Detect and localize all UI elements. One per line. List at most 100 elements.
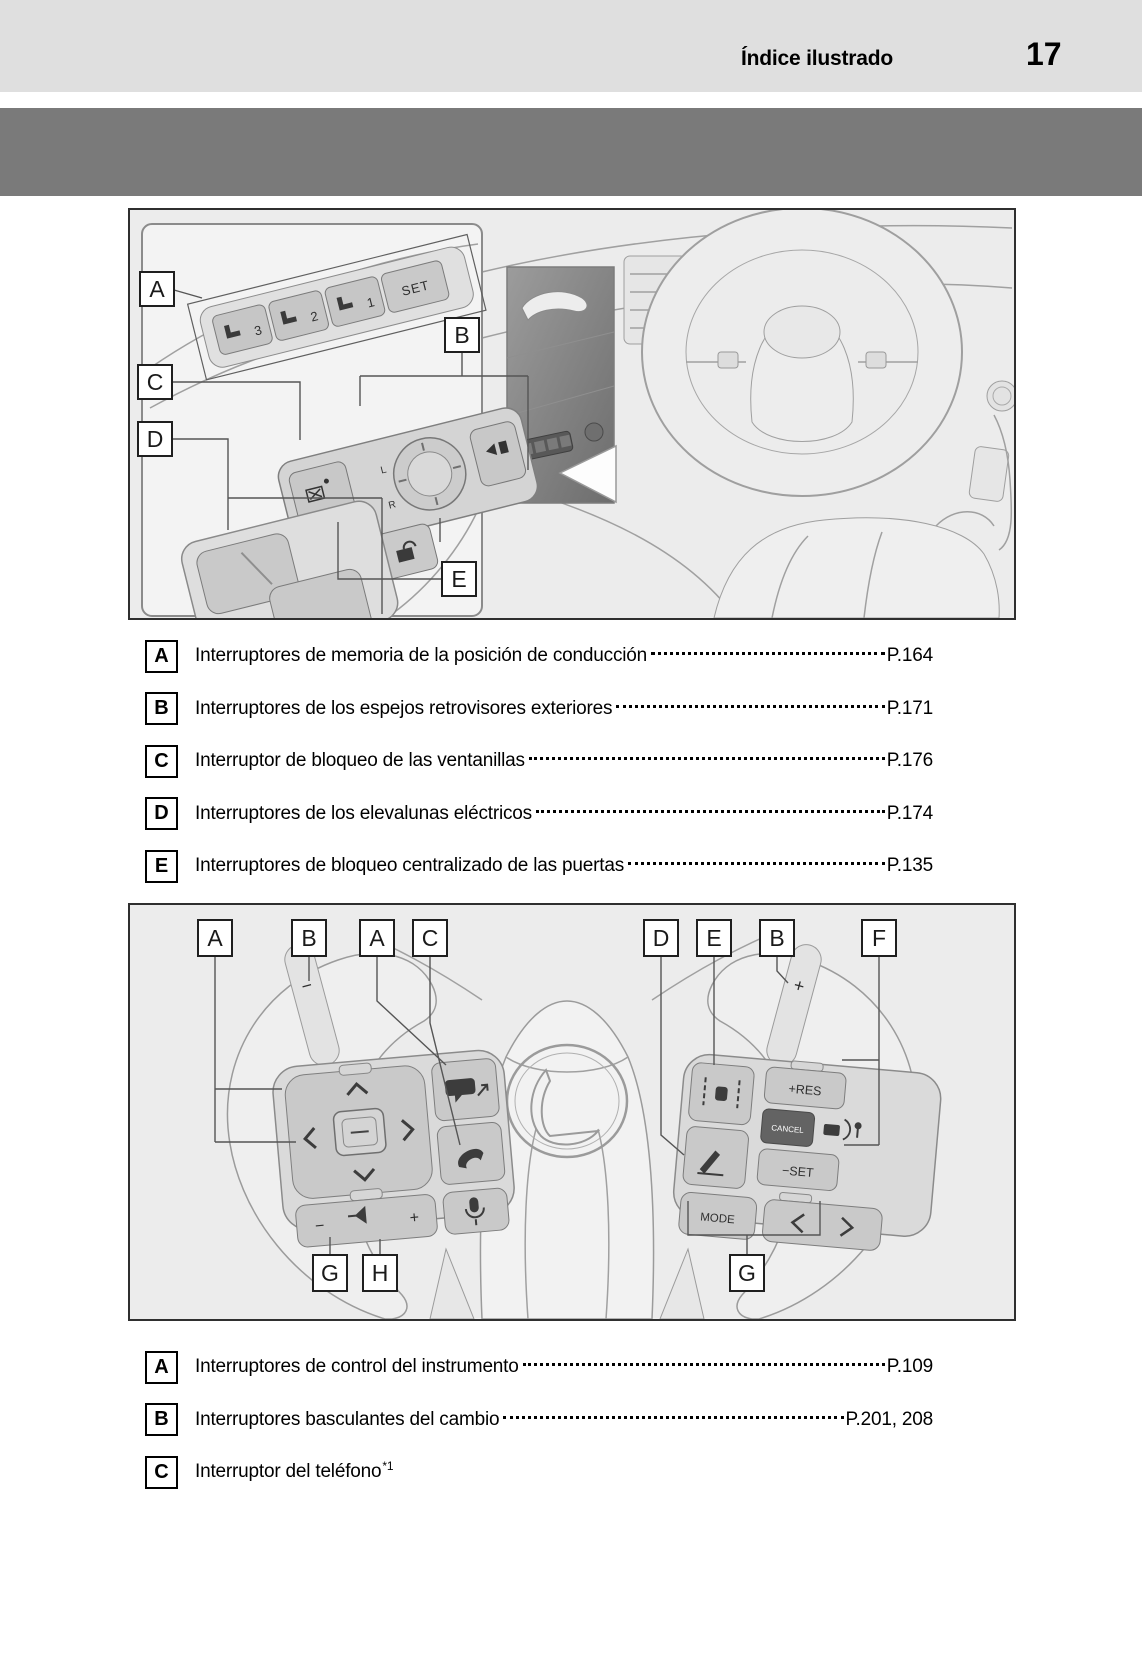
callout-b	[444, 317, 480, 353]
callout-letter: B	[769, 925, 784, 951]
item-page-ref: P.176	[886, 750, 933, 772]
callout-a2	[359, 919, 395, 957]
dot-leader	[522, 1362, 885, 1367]
volume-minus-label: −	[314, 1217, 325, 1235]
item-letter: B	[145, 692, 178, 726]
zoom-arrow	[558, 444, 617, 504]
callout-a	[139, 271, 175, 307]
paddle-plus-label: +	[792, 975, 807, 997]
callout-b-letter: B	[454, 322, 469, 348]
item-text: Interruptores de los elevalunas eléctric…	[195, 802, 532, 824]
callout-h	[362, 1254, 398, 1292]
callout-e	[696, 919, 732, 957]
callout-letter: C	[422, 925, 439, 951]
figure1-callouts	[137, 271, 480, 597]
memory-3-label: 3	[253, 322, 264, 338]
dot-leader	[651, 651, 885, 656]
item-page-ref: P.201, 208	[845, 1408, 934, 1430]
dot-leader	[628, 861, 885, 866]
lane-assist-icon	[702, 1077, 741, 1109]
seat-outline	[713, 517, 1000, 618]
callout-letter: D	[653, 925, 670, 951]
volume-plus-label: +	[409, 1209, 420, 1227]
seat-icon	[336, 296, 354, 311]
callout-e-letter: E	[451, 566, 466, 592]
callout-c	[412, 919, 448, 957]
set-label: SET	[400, 277, 431, 298]
item-text: Interruptores de memoria de la posición …	[195, 645, 647, 667]
item-letter: A	[145, 1350, 178, 1384]
section-banner	[0, 108, 1142, 196]
dot-leader	[616, 704, 885, 708]
figure2-leader-lines	[214, 956, 880, 1255]
list-item: B Interruptores basculantes del cambio P…	[145, 1394, 933, 1447]
callout-letter: E	[706, 925, 721, 951]
steering-hub	[763, 305, 841, 359]
page-number: 17	[1026, 36, 1062, 72]
item-text: Interruptores de los espejos retrovisore…	[195, 697, 613, 719]
callout-letter: F	[872, 925, 886, 951]
callout-d	[137, 421, 173, 457]
seat-icon	[280, 310, 298, 325]
cruise-res-button	[763, 1066, 847, 1110]
callout-a1	[197, 919, 233, 957]
mirror-right-label: R	[387, 499, 397, 511]
figure-door-panel: 3 2 1 SET	[128, 208, 1016, 620]
callout-letter: G	[321, 1260, 339, 1286]
window-switch-rear	[269, 568, 372, 618]
cancel-label: CANCEL	[771, 1123, 805, 1135]
item-letter: E	[145, 849, 178, 883]
list-item: B Interruptores de los espejos retroviso…	[145, 683, 933, 736]
door-handle	[521, 291, 588, 321]
left-switch-cluster: − +	[272, 1049, 515, 1248]
set-label: −SET	[782, 1163, 815, 1180]
mirror-fold-button	[469, 421, 527, 487]
paddle-minus-label: −	[299, 975, 314, 997]
dot-leader	[503, 1415, 844, 1419]
power-window-switches	[180, 500, 399, 618]
right-switch-cluster: +RES CANCEL −SET MODE	[672, 1053, 942, 1251]
item-letter: C	[145, 1455, 178, 1489]
page-header: Índice ilustrado 17	[0, 0, 1142, 92]
list-item: C Interruptor de bloqueo de las ventanil…	[145, 735, 933, 788]
callout-g2	[729, 1254, 765, 1292]
mode-label: MODE	[700, 1211, 736, 1226]
item-text: Interruptores de control del instrumento	[195, 1356, 519, 1378]
item-letter: C	[145, 744, 178, 778]
arrow-up-icon	[346, 1082, 369, 1096]
arrow-left-icon	[303, 1127, 317, 1150]
mic-icon	[469, 1197, 479, 1213]
arrow-right-icon	[400, 1119, 415, 1142]
item-letter: D	[145, 797, 178, 831]
mirror-left-label: L	[380, 464, 388, 476]
list-item: E Interruptores de bloqueo centralizado …	[145, 840, 933, 893]
figure2-callouts	[197, 919, 897, 1292]
callout-e	[441, 561, 477, 597]
item-page-ref: P.164	[886, 645, 933, 667]
callout-b1	[291, 919, 327, 957]
memory-1-label: 1	[365, 294, 376, 310]
seat-icon	[223, 324, 241, 339]
arrow-down-icon	[353, 1167, 376, 1182]
list-item: C Interruptor del teléfono*1	[145, 1446, 933, 1499]
callout-b2	[759, 919, 795, 957]
callout-d-letter: D	[147, 426, 164, 452]
item-page-ref: P.171	[886, 697, 933, 719]
speaker-icon	[347, 1205, 367, 1224]
memory-seat-switches: 3 2 1 SET	[186, 233, 487, 381]
figure2-index-list: A Interruptores de control del instrumen…	[145, 1341, 933, 1499]
memory-set-button	[380, 260, 450, 313]
interior-line-art	[481, 210, 1014, 618]
item-page-ref: P.109	[886, 1356, 933, 1378]
header-section-title: Índice ilustrado	[741, 47, 893, 70]
radar-cruise-icon	[823, 1123, 840, 1137]
steering-wheel-art: − +	[226, 936, 942, 1319]
item-text: Interruptores basculantes del cambio	[195, 1408, 500, 1430]
lexus-l-mark	[530, 1068, 601, 1146]
memory-button-3	[212, 304, 273, 355]
memory-button-2	[268, 290, 329, 341]
list-item: A Interruptores de memoria de la posició…	[145, 630, 933, 683]
memory-2-label: 2	[309, 308, 320, 324]
start-button	[986, 380, 1014, 412]
